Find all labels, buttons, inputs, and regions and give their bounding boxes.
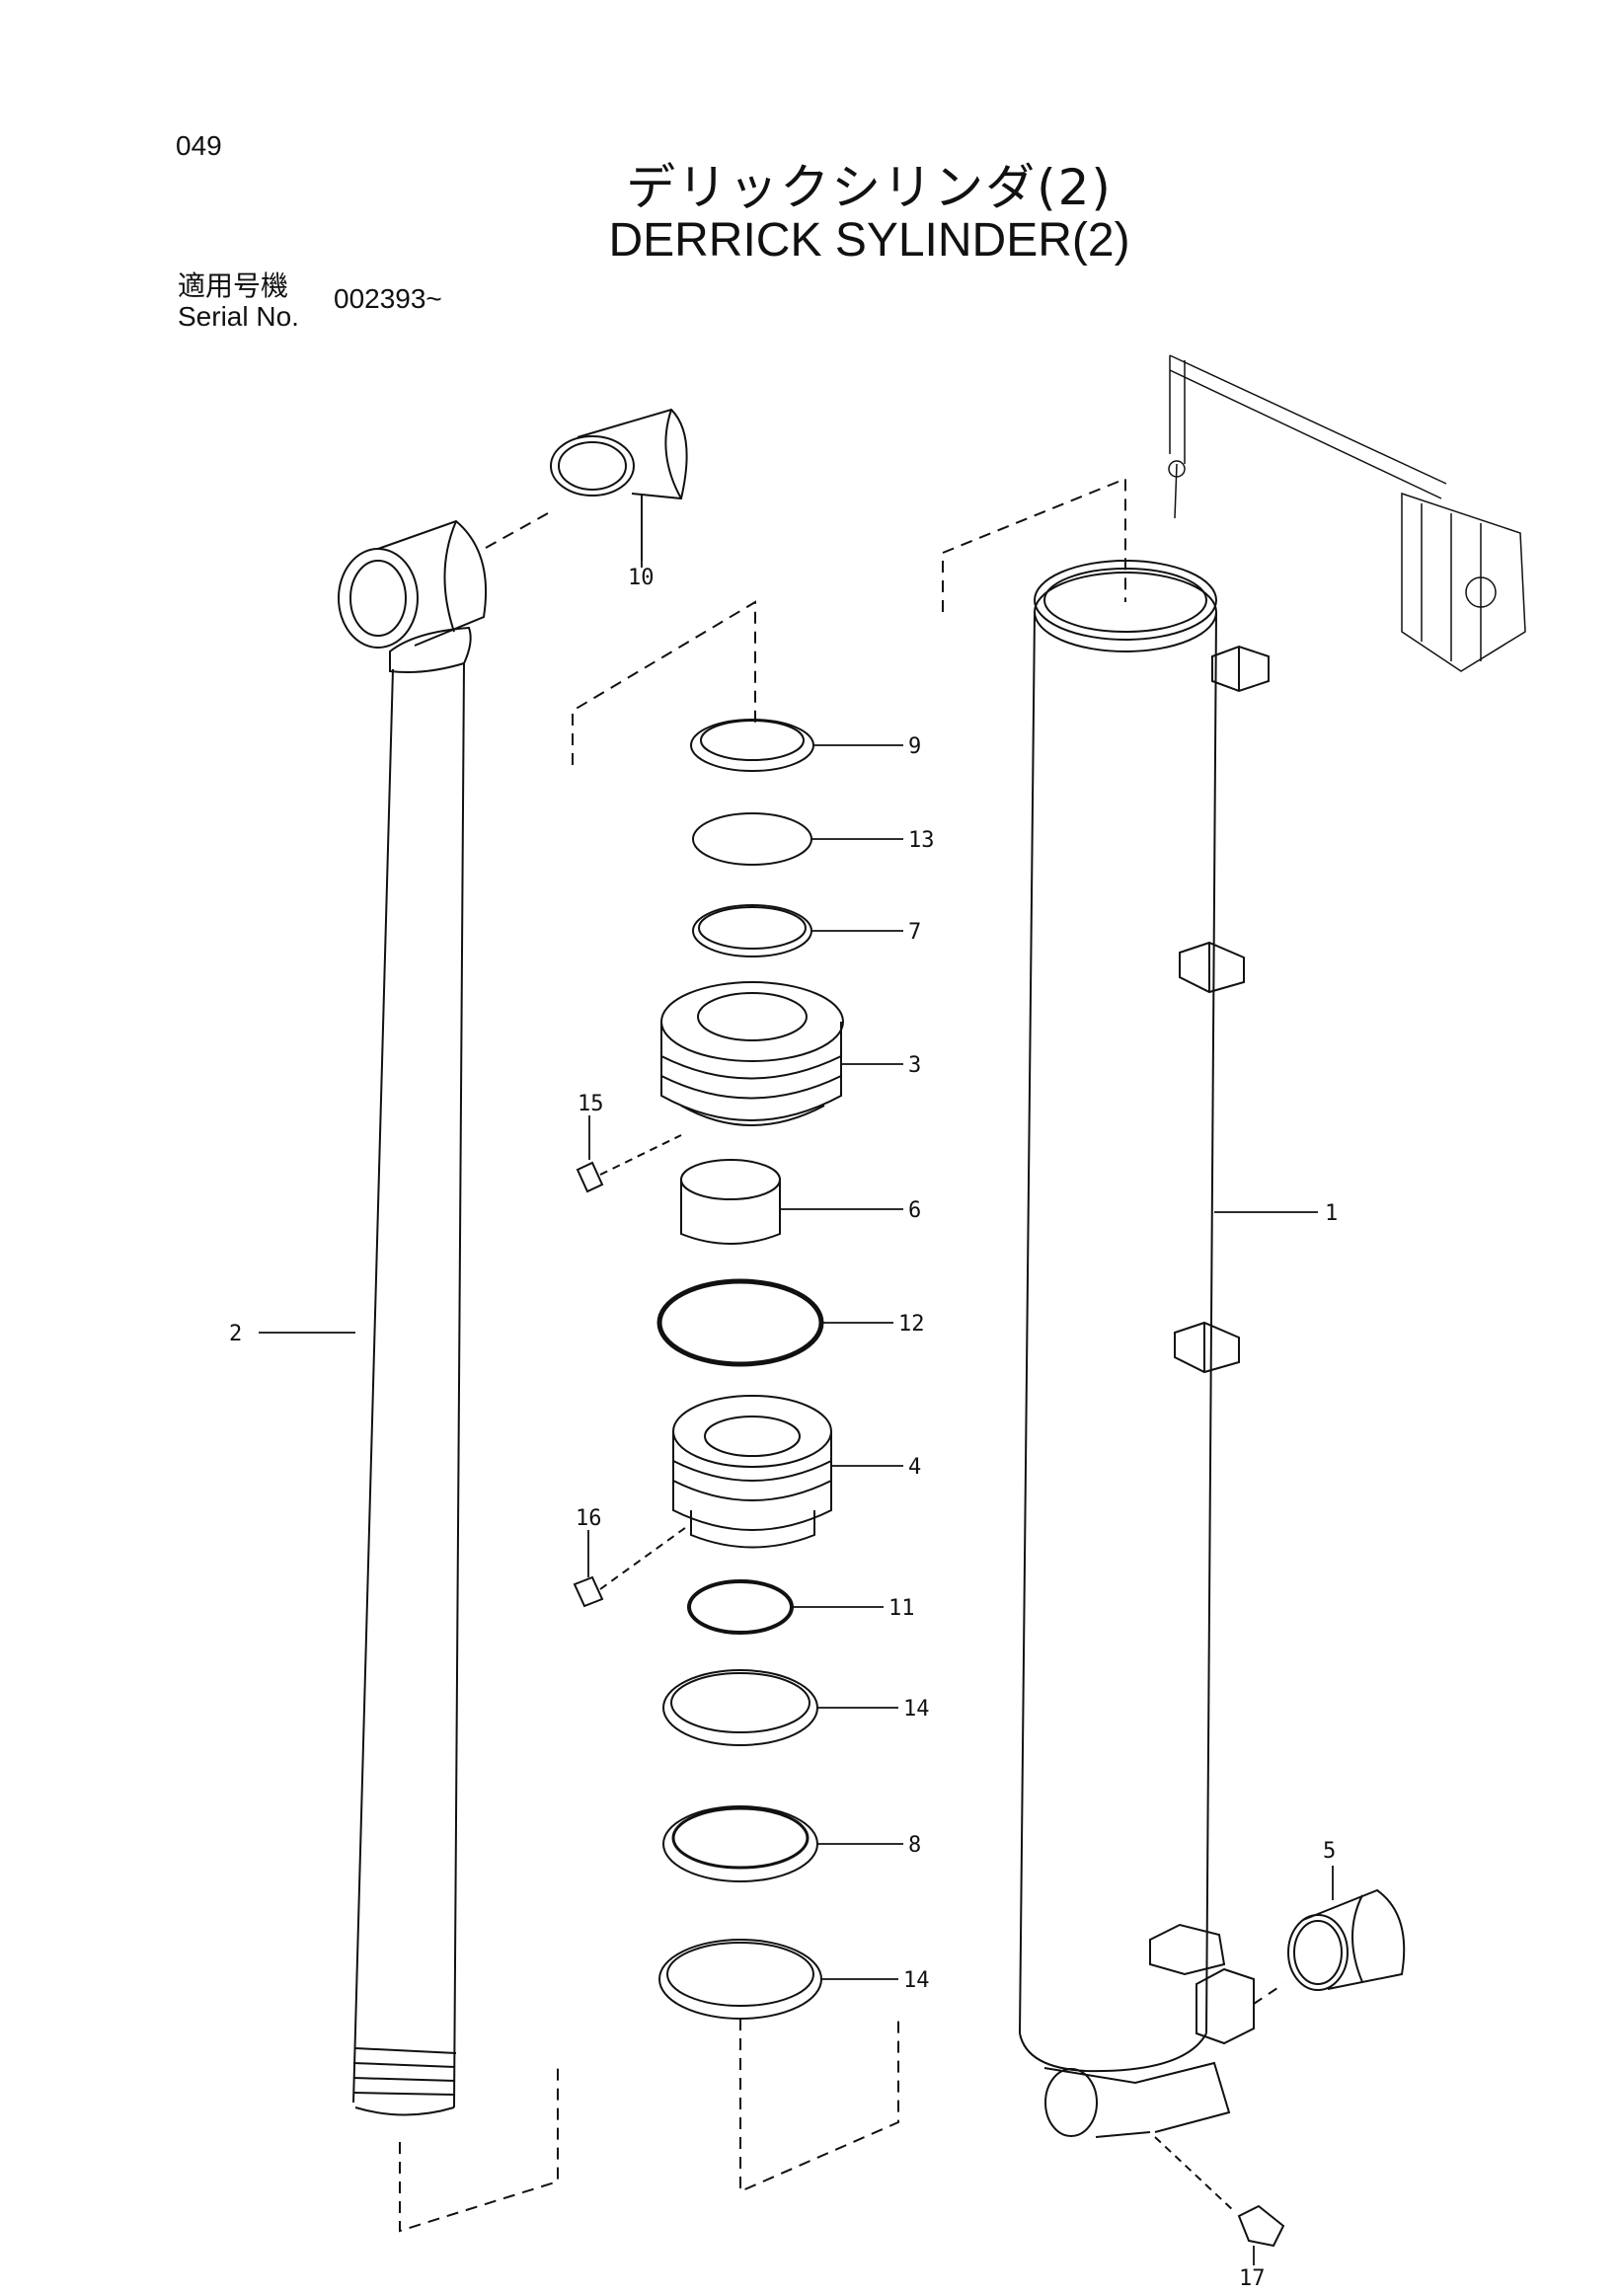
part-7-ring <box>692 904 812 957</box>
callout-5: 5 <box>1323 1839 1336 1864</box>
serial-label-english: Serial No. <box>178 301 299 332</box>
part-6-sleeve <box>680 1159 781 1245</box>
part-14a-ring <box>662 1669 818 1746</box>
title-japanese: デリックシリンダ(2) <box>626 159 1113 216</box>
crane-thumbnail-icon <box>1168 354 1526 672</box>
callout-12: 12 <box>898 1312 925 1337</box>
serial-value: 002393~ <box>334 283 442 314</box>
grease-fitting-17-icon <box>1154 2136 1285 2248</box>
part-9-ring <box>690 719 814 772</box>
bushing-5 <box>1253 1888 1406 2005</box>
part-3-gland <box>660 981 844 1126</box>
callout-16: 16 <box>576 1506 602 1531</box>
callout-13: 13 <box>908 828 935 853</box>
center-dash-top <box>572 600 756 765</box>
center-dash-bottom <box>739 2019 899 2193</box>
callout-15: 15 <box>578 1092 604 1116</box>
callout-9: 9 <box>908 734 921 759</box>
part-12-oring <box>656 1278 824 1367</box>
callout-6: 6 <box>908 1198 921 1223</box>
callout-1: 1 <box>1325 1201 1338 1226</box>
callout-14-upper: 14 <box>903 1697 930 1722</box>
callout-7: 7 <box>908 920 921 945</box>
page-number: 049 <box>176 130 222 161</box>
callout-3: 3 <box>908 1053 921 1078</box>
callout-17: 17 <box>1239 2266 1266 2291</box>
callout-14-lower: 14 <box>903 1968 930 1993</box>
cylinder-tube <box>942 477 1270 2138</box>
part-8-ring <box>662 1805 818 1882</box>
part-4-piston <box>672 1395 832 1549</box>
leader-lines <box>259 561 1334 2265</box>
serial-label-japanese: 適用号機 <box>178 269 289 302</box>
title-english: DERRICK SYLINDER(2) <box>608 214 1130 267</box>
callout-2: 2 <box>229 1322 242 1346</box>
callout-8: 8 <box>908 1833 921 1858</box>
screw-15-icon <box>576 1134 682 1193</box>
part-14b-ring <box>658 1939 822 2020</box>
callout-4: 4 <box>908 1455 921 1480</box>
part-11-oring <box>687 1579 794 1635</box>
part-13-ring <box>692 812 812 866</box>
piston-rod <box>338 519 559 2233</box>
screw-16-icon <box>573 1524 690 1608</box>
bushing-10 <box>485 408 688 561</box>
callout-10: 10 <box>628 566 655 590</box>
callout-11: 11 <box>888 1596 915 1621</box>
